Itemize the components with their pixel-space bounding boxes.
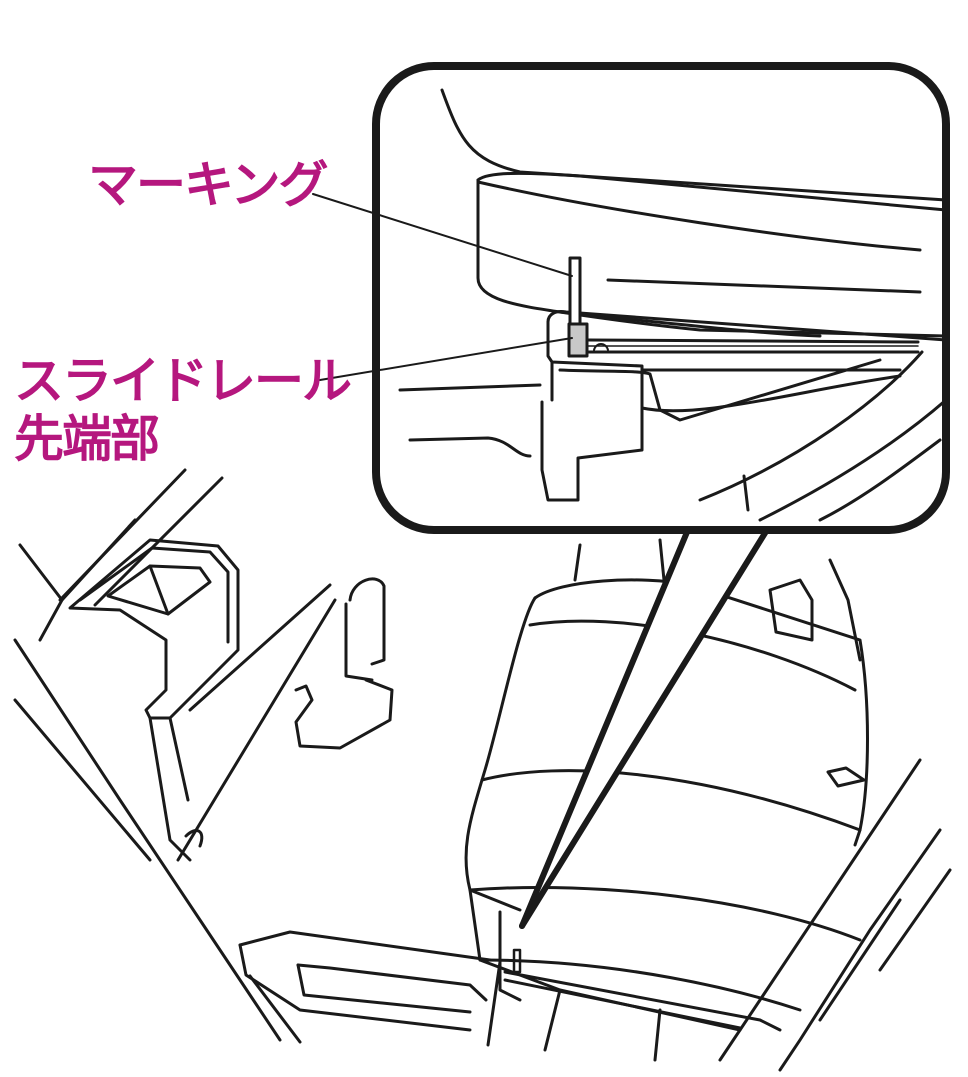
rail-tip-small bbox=[512, 948, 522, 974]
console-box bbox=[68, 538, 240, 720]
leader-marking bbox=[312, 193, 573, 277]
callout-pointer bbox=[519, 522, 773, 929]
marking-label: マーキング bbox=[88, 156, 328, 214]
zoom-inset bbox=[372, 62, 950, 534]
slide-rail-label-line2: 先端部 bbox=[14, 410, 160, 468]
seat-cushion bbox=[533, 578, 869, 847]
leader-lines bbox=[312, 193, 573, 381]
leader-slide-rail bbox=[319, 337, 573, 381]
car-interior-background bbox=[13, 468, 952, 1072]
slide-rail-label-line1: スライドレール bbox=[14, 352, 352, 410]
slide-rail-tip bbox=[567, 322, 589, 358]
marking-strip bbox=[568, 256, 582, 326]
